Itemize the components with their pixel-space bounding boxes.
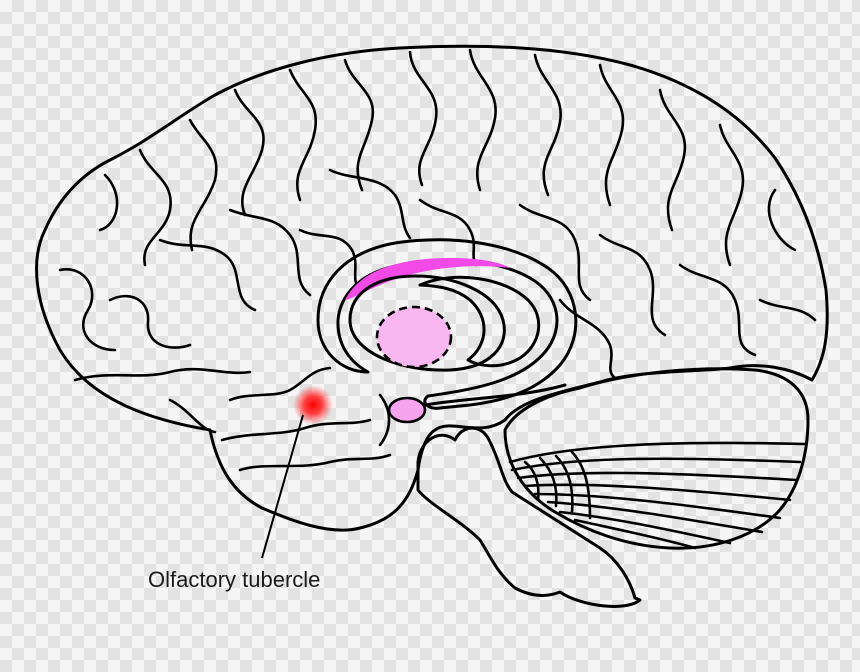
lateral-ventricle (418, 275, 541, 368)
thalamus-inner-dashed (375, 305, 453, 369)
olfactory-tubercle-marker (293, 385, 333, 425)
corpus-callosum-highlight (345, 258, 510, 300)
brainstem (416, 426, 642, 608)
olfactory-tubercle-label: Olfactory tubercle (148, 567, 320, 592)
olfactory-tubercle-leader-line (261, 414, 304, 559)
cerebellum (503, 367, 810, 550)
stria-terminalis (418, 383, 567, 408)
cerebellum-folia (508, 441, 807, 550)
cingulate-band (316, 238, 578, 410)
cortical-sulci (58, 48, 817, 472)
amygdala-bulb (387, 396, 427, 424)
cerebrum-outline (35, 44, 829, 532)
